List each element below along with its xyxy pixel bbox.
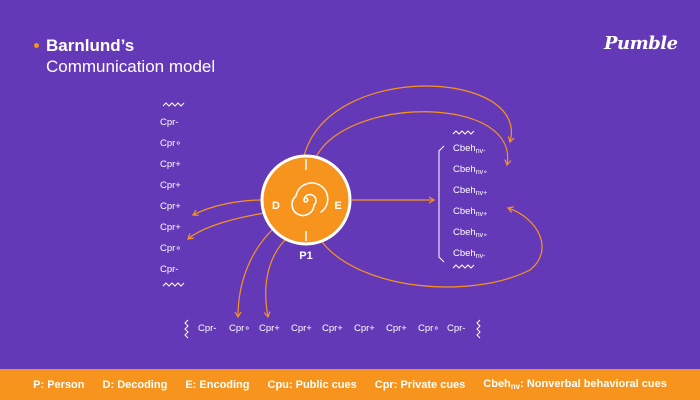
bracket-right: [438, 145, 445, 263]
left-cue: Cpr-: [160, 264, 179, 275]
encoding-label: E: [334, 200, 341, 212]
left-cue: Cpr+: [160, 222, 181, 233]
diagram-title: Barnlund’s Communication model: [34, 35, 215, 77]
bottom-cue: Cpr+: [322, 323, 343, 334]
legend-bar: P: Person D: Decoding E: Encoding Cpu: P…: [0, 369, 700, 400]
arrow-loop-outer: [303, 85, 515, 157]
legend-item: Cbehnv: Nonverbal behavioral cues: [483, 378, 667, 391]
left-cue: Cpr+: [160, 159, 181, 170]
zigzag-bottom-left: [162, 282, 185, 287]
zigzag-bottom-right: [452, 264, 475, 269]
right-cue: Cbehnv∘: [453, 164, 488, 176]
zigzag-top-left: [162, 102, 185, 107]
left-cue: Cpr∘: [160, 138, 182, 149]
legend-item: D: Decoding: [102, 378, 168, 391]
person-label: P1: [299, 250, 312, 262]
title-line1: Barnlund’s: [46, 36, 135, 55]
left-cue: Cpr+: [160, 180, 181, 191]
bullet-icon: [34, 43, 39, 48]
arrow-to-left-2: [187, 212, 266, 240]
spiral-icon: [291, 182, 329, 217]
arrow-to-bottom-1: [234, 229, 273, 319]
bottom-cue: Cpr+: [291, 323, 312, 334]
bottom-cue: Cpr∘: [229, 323, 251, 334]
bottom-cue: Cpr+: [354, 323, 375, 334]
right-cue: Cbehnv+: [453, 185, 488, 197]
right-cue: Cbehnv-: [453, 248, 486, 260]
right-cue: Cbehnv-: [453, 143, 486, 155]
zigzag-bottom-row-right: [476, 319, 481, 339]
legend-item: Cpr: Private cues: [374, 378, 466, 391]
bottom-cue: Cpr+: [259, 323, 280, 334]
arrow-to-bottom-2: [263, 239, 286, 319]
arrow-return-bottom: [321, 206, 543, 288]
bottom-cue: Cpr-: [447, 323, 466, 334]
legend-item: Cpu: Public cues: [267, 378, 357, 391]
bottom-cue: Cpr+: [386, 323, 407, 334]
decoding-label: D: [272, 200, 280, 212]
bottom-cue: Cpr-: [198, 323, 217, 334]
right-cue: Cbehnv+: [453, 206, 488, 218]
legend-item: E: Encoding: [185, 378, 250, 391]
person-circle: [260, 154, 352, 246]
arrow-loop-inner: [314, 111, 512, 167]
arrow-to-left-1: [191, 199, 263, 216]
zigzag-bottom-row-left: [184, 319, 189, 339]
left-cue: Cpr+: [160, 201, 181, 212]
title-line2: Communication model: [46, 57, 216, 76]
right-cue: Cbehnv∘: [453, 227, 488, 239]
zigzag-top-right: [452, 130, 475, 135]
left-cue: Cpr∘: [160, 243, 182, 254]
left-cue: Cpr-: [160, 117, 179, 128]
bottom-cue: Cpr∘: [418, 323, 440, 334]
legend-item: P: Person: [33, 378, 85, 391]
pumble-logo: Pumble: [604, 33, 678, 54]
